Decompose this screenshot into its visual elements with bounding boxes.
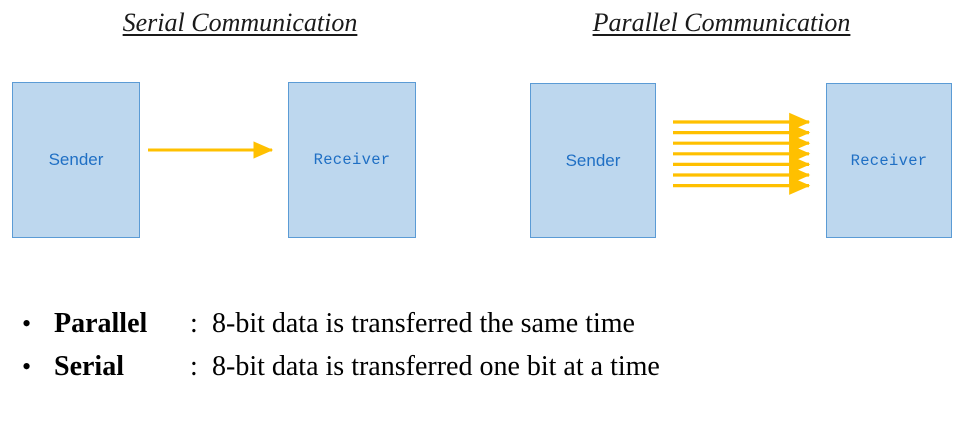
- serial-sender-box: Sender: [12, 82, 140, 238]
- list-item: • Parallel : 8-bit data is transferred t…: [22, 302, 952, 345]
- serial-data-arrow: [148, 141, 274, 159]
- parallel-data-arrows: [673, 112, 811, 195]
- bullet-term-parallel: Parallel: [54, 308, 148, 339]
- parallel-sender-label: Sender: [565, 150, 621, 170]
- bullet-description-parallel: 8-bit data is transferred the same time: [212, 308, 635, 339]
- bullet-marker-icon: •: [22, 309, 32, 338]
- bullet-colon: :: [190, 308, 198, 339]
- summary-bullet-list: • Parallel : 8-bit data is transferred t…: [22, 302, 952, 388]
- bullet-colon: :: [190, 351, 198, 382]
- serial-receiver-box: Receiver: [288, 82, 416, 238]
- parallel-sender-box: Sender: [530, 83, 656, 238]
- parallel-receiver-box: Receiver: [826, 83, 952, 238]
- bullet-term-serial: Serial: [54, 351, 124, 382]
- serial-sender-label: Sender: [48, 150, 104, 169]
- bullet-marker-icon: •: [22, 352, 32, 381]
- serial-receiver-label: Receiver: [313, 151, 391, 169]
- section-title-parallel: Parallel Communication: [592, 8, 851, 37]
- parallel-receiver-label: Receiver: [850, 151, 928, 170]
- section-title-serial: Serial Communication: [122, 8, 358, 37]
- list-item: • Serial : 8-bit data is transferred one…: [22, 345, 952, 388]
- bullet-description-serial: 8-bit data is transferred one bit at a t…: [212, 351, 660, 382]
